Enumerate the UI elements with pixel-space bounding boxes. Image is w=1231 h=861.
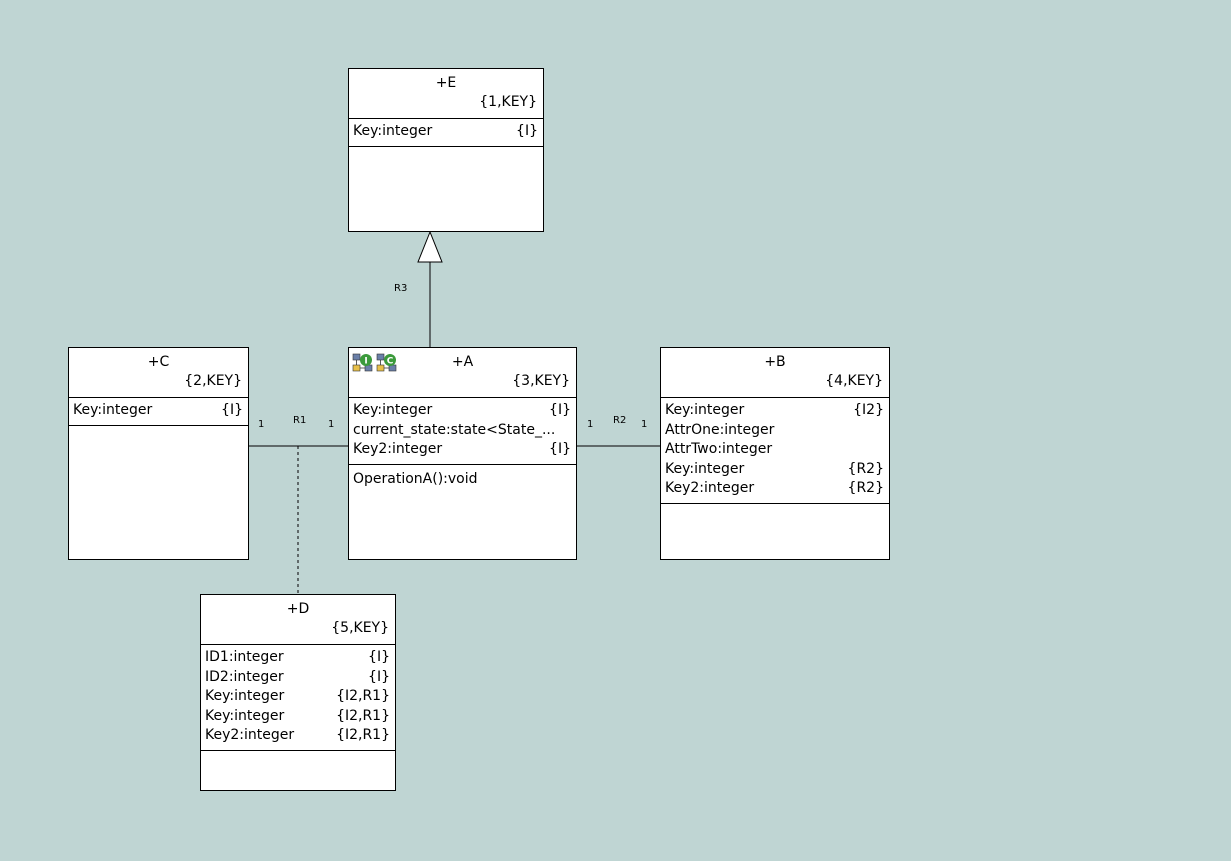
- class-b-name: +B: [764, 354, 786, 370]
- class-e-keyletters: {1,KEY}: [479, 94, 537, 110]
- r2-mult-right: 1: [641, 419, 648, 430]
- instance-state-icon[interactable]: I: [352, 353, 374, 373]
- class-a[interactable]: I C +A {3,KEY} Key:integer {I} cur: [348, 347, 577, 560]
- attribute-row[interactable]: ID2:integer {I}: [205, 668, 390, 685]
- class-a-operations: OperationA():void: [349, 465, 576, 495]
- attribute-row[interactable]: Key:integer {R2}: [665, 460, 884, 477]
- r3-label: R3: [394, 283, 408, 294]
- r2-mult-left: 1: [587, 419, 594, 430]
- svg-text:C: C: [387, 357, 394, 367]
- class-d-attributes: ID1:integer {I} ID2:integer {I} Key:inte…: [201, 645, 395, 751]
- class-state-icon[interactable]: C: [376, 353, 398, 373]
- r1-mult-left: 1: [258, 419, 265, 430]
- class-e-name: +E: [435, 75, 457, 91]
- operation-row[interactable]: OperationA():void: [353, 470, 478, 487]
- class-a-name: +A: [451, 354, 474, 370]
- svg-text:I: I: [364, 357, 367, 367]
- attribute-row[interactable]: AttrTwo:integer: [665, 441, 773, 457]
- class-c-attributes: Key:integer {I}: [69, 398, 248, 426]
- attribute-row[interactable]: AttrOne:integer: [665, 421, 775, 438]
- class-a-icons: I C: [352, 353, 398, 373]
- attribute-row[interactable]: Key:integer {I2,R1}: [205, 707, 390, 724]
- class-b-attributes: Key:integer {I2} AttrOne:integer AttrTwo…: [661, 398, 889, 504]
- class-a-attributes: Key:integer {I} current_state:state<Stat…: [349, 398, 576, 465]
- class-b[interactable]: +B {4,KEY} Key:integer {I2} AttrOne:inte…: [660, 347, 890, 560]
- attribute-row[interactable]: Key:integer {I}: [353, 123, 538, 139]
- attribute-row[interactable]: Key2:integer {I2,R1}: [205, 727, 390, 743]
- attribute-row[interactable]: Key:integer {I2,R1}: [205, 688, 390, 704]
- attribute-row[interactable]: Key:integer {I2}: [665, 402, 884, 418]
- r1-label: R1: [293, 415, 307, 426]
- class-b-operations: [661, 504, 889, 514]
- r2-label: R2: [613, 415, 627, 426]
- class-b-keyletters: {4,KEY}: [825, 373, 883, 389]
- generalization-arrow: [417, 230, 443, 263]
- class-e-operations: [349, 147, 543, 157]
- class-d-operations: [201, 751, 395, 761]
- attribute-row[interactable]: current_state:state<State_...: [353, 421, 556, 438]
- class-e-attributes: Key:integer {I}: [349, 119, 543, 147]
- r1-mult-right: 1: [328, 419, 335, 430]
- class-c-keyletters: {2,KEY}: [184, 373, 242, 389]
- class-d-keyletters: {5,KEY}: [331, 620, 389, 636]
- class-c-name: +C: [147, 354, 170, 370]
- class-d[interactable]: +D {5,KEY} ID1:integer {I} ID2:integer {…: [200, 594, 396, 791]
- class-a-keyletters: {3,KEY}: [512, 373, 570, 389]
- attribute-row[interactable]: Key2:integer {R2}: [665, 480, 884, 496]
- attribute-row[interactable]: Key2:integer {I}: [353, 441, 571, 457]
- class-c-operations: [69, 426, 248, 436]
- class-d-name: +D: [286, 601, 310, 617]
- attribute-row[interactable]: Key:integer {I}: [353, 402, 571, 418]
- class-e[interactable]: +E {1,KEY} Key:integer {I}: [348, 68, 544, 232]
- attribute-row[interactable]: Key:integer {I}: [73, 402, 243, 418]
- attribute-row[interactable]: ID1:integer {I}: [205, 649, 390, 665]
- class-c[interactable]: +C {2,KEY} Key:integer {I}: [68, 347, 249, 560]
